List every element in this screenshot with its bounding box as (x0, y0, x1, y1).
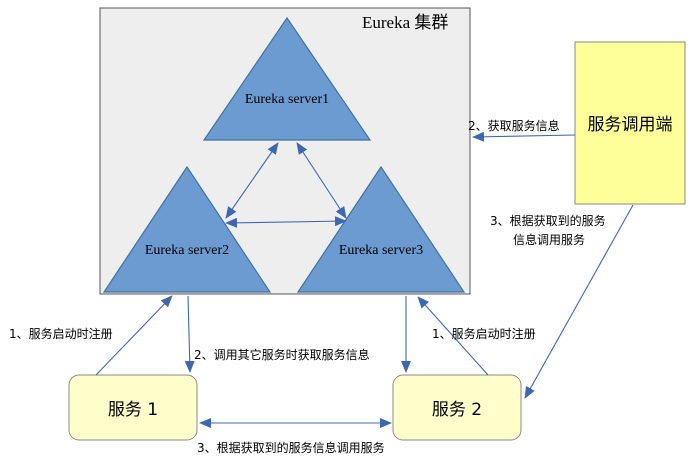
edge-server1-server2 (225, 142, 279, 219)
label-call-other: 2、调用其它服务时获取服务信息 (194, 347, 370, 362)
server2-label: Eureka server2 (145, 243, 229, 258)
service1-box (68, 374, 198, 441)
edge-consumer-to-cluster (472, 131, 576, 142)
label-get-info: 2、获取服务信息 (468, 118, 560, 133)
server1-node: Eureka server1 (202, 16, 372, 141)
label-invoke-line1: 3、根据获取到的服务 (490, 213, 606, 228)
label-invoke-line2: 信息调用服务 (513, 232, 585, 247)
service2-box (392, 374, 522, 441)
server3-label: Eureka server3 (339, 243, 423, 258)
server2-node: Eureka server2 (102, 165, 272, 293)
edge-server2-server3 (225, 216, 347, 228)
edge-consumer-to-service2 (524, 204, 634, 399)
edge-service2-register (417, 296, 489, 376)
edge-cluster-to-service1 (184, 295, 195, 373)
label-register-right: 1、服务启动时注册 (432, 326, 536, 341)
service2-label: 服务 2 (432, 400, 482, 420)
label-peer-call: 3、根据获取到的服务信息调用服务 (197, 440, 385, 455)
server3-node: Eureka server3 (296, 165, 466, 293)
label-register-left: 1、服务启动时注册 (9, 326, 113, 341)
consumer-label: 服务调用端 (588, 115, 673, 135)
service1-label: 服务 1 (108, 400, 158, 420)
consumer-box (574, 41, 686, 205)
server1-label: Eureka server1 (245, 92, 329, 107)
edge-server1-server3 (296, 142, 347, 219)
cluster-title: Eureka 集群 (362, 13, 448, 32)
edge-service1-register (95, 295, 173, 376)
